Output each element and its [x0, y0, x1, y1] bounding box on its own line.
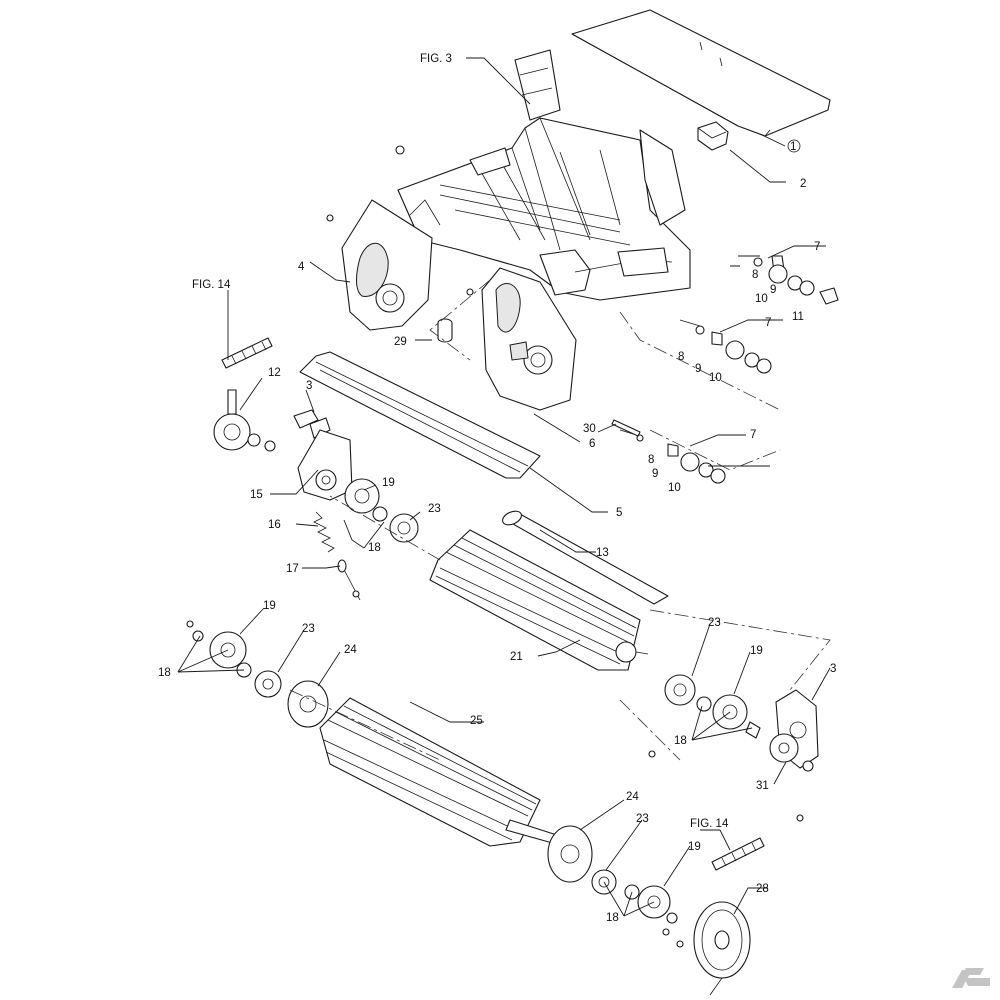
sprocket-part-31: [769, 733, 814, 772]
callout-28: 28: [756, 883, 769, 895]
scraper-trough-part-5: [299, 351, 541, 479]
screw-part-30: [611, 419, 641, 437]
callout-8b: 8: [678, 351, 684, 363]
sprocket-part-12: [213, 389, 276, 452]
fasteners: [186, 145, 804, 948]
callout-19c: 19: [750, 645, 763, 657]
callout-18b: 18: [158, 667, 171, 679]
callout-12: 12: [268, 367, 281, 379]
callout-3b: 3: [830, 663, 836, 675]
callout-18c: 18: [674, 735, 687, 747]
top-cover-plate: [571, 9, 831, 137]
callout-18a: 18: [368, 542, 381, 554]
eye-bolt-part-17: [337, 559, 361, 601]
callout-fig-14-upper: FIG. 14: [192, 279, 231, 291]
callout-9b: 9: [695, 363, 701, 375]
shaft-tube-part-13: [501, 510, 669, 605]
callout-9a: 9: [770, 284, 776, 296]
drive-chain-lower: [711, 837, 765, 871]
callout-24b: 24: [626, 791, 639, 803]
bracket-part-3-left: [293, 409, 331, 439]
plate-bracket: [697, 121, 729, 151]
callout-7a: 7: [814, 241, 820, 253]
callout-31: 31: [756, 780, 769, 792]
bearing-stack-lower-right: [591, 869, 678, 924]
bearing-assembly-lower: [619, 429, 726, 484]
left-side-plate: [341, 199, 441, 331]
callout-23b: 23: [302, 623, 315, 635]
callout-21: 21: [510, 651, 523, 663]
disc-part-24-upper: [287, 680, 329, 728]
callout-10b: 10: [709, 372, 722, 384]
callout-1: 1: [790, 141, 796, 153]
callout-labels: FIG. 3 1 2 4 7 8 9 10 11 7 8 9 10 FIG. 1…: [158, 53, 836, 924]
callout-8a: 8: [752, 269, 758, 281]
callout-25: 25: [470, 715, 483, 727]
callout-fig-3: FIG. 3: [420, 53, 452, 65]
callout-29: 29: [394, 336, 407, 348]
callout-10c: 10: [668, 482, 681, 494]
callout-18d: 18: [606, 912, 619, 924]
callout-fig-14-lower: FIG. 14: [690, 818, 729, 830]
callout-17: 17: [286, 563, 299, 575]
callout-3a: 3: [306, 380, 312, 392]
bearing-stack-lower-left: [192, 630, 282, 698]
bearing-stack-right: [664, 674, 761, 739]
callout-19d: 19: [688, 841, 701, 853]
callout-10a: 10: [755, 293, 768, 305]
callout-13: 13: [596, 547, 609, 559]
callout-7b: 7: [765, 317, 771, 329]
callout-19a: 19: [382, 477, 395, 489]
callout-16: 16: [268, 519, 281, 531]
callout-6: 6: [589, 438, 595, 450]
leader-lines: [177, 57, 831, 917]
callout-24a: 24: [344, 644, 357, 656]
bearing-assembly-upper: [730, 255, 839, 305]
callout-5: 5: [616, 507, 622, 519]
bearing-assembly-middle: [679, 319, 772, 374]
callout-23d: 23: [636, 813, 649, 825]
brand-k-logo-icon: [952, 968, 990, 988]
arm-plate-part-15: [297, 429, 353, 501]
callout-11: 11: [792, 311, 804, 323]
callout-4: 4: [298, 261, 305, 273]
spring-part-16: [313, 511, 335, 553]
callout-23c: 23: [708, 617, 721, 629]
bearing-stack-upper-left: [344, 478, 419, 543]
drive-chain-upper: [221, 337, 273, 369]
main-frame: [397, 49, 691, 301]
large-sprocket-part-28: [693, 901, 751, 996]
callout-7c: 7: [750, 429, 756, 441]
callout-19b: 19: [263, 600, 276, 612]
disc-part-24-lower: [547, 825, 593, 883]
callout-8c: 8: [648, 454, 654, 466]
callout-9c: 9: [652, 468, 658, 480]
callout-2: 2: [800, 178, 806, 190]
callout-15: 15: [250, 489, 263, 501]
right-side-plate: [481, 267, 577, 411]
large-roller-part-25: [319, 697, 561, 847]
fluted-roller-part-21: [429, 529, 649, 671]
callout-30: 30: [583, 423, 596, 435]
callout-23a: 23: [428, 503, 441, 515]
pin-part-29: [437, 318, 453, 343]
center-lines: [289, 279, 831, 761]
